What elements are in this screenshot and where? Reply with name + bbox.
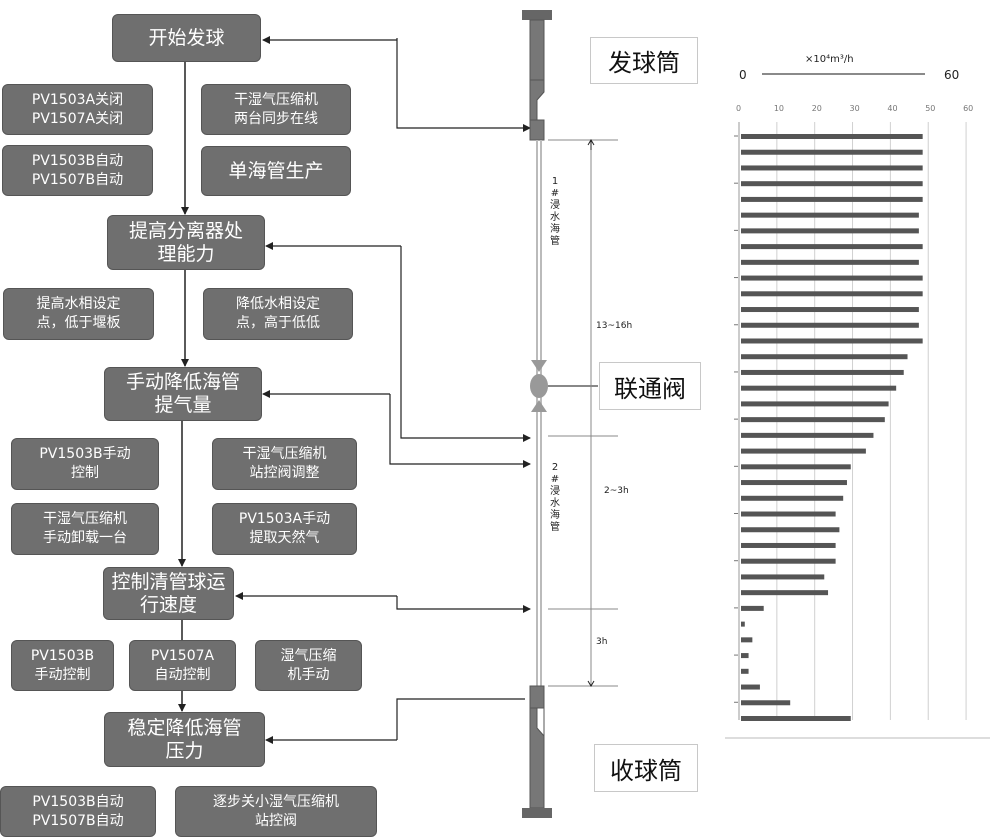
note-single-pipe: 单海管生产 (201, 146, 351, 196)
chart-bar (741, 495, 844, 501)
chart-bar (741, 448, 866, 454)
chart-bar (741, 385, 897, 391)
chart-tick-label: 60 (963, 104, 974, 113)
note-pv1503b-manual: PV1503B手动 控制 (11, 438, 159, 490)
receiver-label: 收球筒 (594, 744, 698, 792)
launcher-barrel (522, 10, 552, 141)
duration-1: 13~16h (596, 321, 633, 331)
chart-bar (741, 196, 923, 202)
step-separator: 提高分离器处 理能力 (107, 215, 265, 270)
note-pv1503b-manual-control: PV1503B 手动控制 (11, 640, 114, 691)
note-unload-compressor: 干湿气压缩机 手动卸载一台 (11, 503, 159, 555)
note-pv1503a-manual: PV1503A手动 提取天然气 (212, 503, 357, 555)
link-start-launcher (396, 38, 531, 132)
chart-tick-label: 50 (925, 104, 936, 113)
step-manual-lift: 手动降低海管 提气量 (104, 367, 262, 421)
note-station-valve: 干湿气压缩机 站控阀调整 (212, 438, 357, 490)
link-manual-lift (389, 394, 531, 468)
chart-bar (741, 275, 923, 281)
chart-bar (741, 432, 874, 438)
chart-bar (741, 464, 851, 470)
chart-bar (741, 307, 919, 313)
chart-bar (741, 590, 829, 596)
chart-bar (741, 322, 919, 328)
chart-bar (741, 621, 745, 627)
chart-bar (741, 244, 923, 250)
chart-tick-label: 40 (887, 104, 898, 113)
chart-bar (741, 684, 760, 690)
chart-bar (741, 480, 847, 486)
chart-bar (741, 181, 923, 187)
pipe2-label: 2 # 浸 水 海 管 (550, 462, 560, 533)
chart-bar (741, 212, 919, 218)
chart-tick-label: 30 (849, 104, 860, 113)
chart-tick-label: 0 (736, 104, 742, 113)
duration-3: 3h (596, 637, 608, 647)
chart-bar (741, 291, 923, 297)
note-pv-close: PV1503A关闭 PV1507A关闭 (2, 84, 153, 135)
receiver-barrel (522, 685, 552, 818)
step-stabilize: 稳定降低海管 压力 (104, 712, 265, 767)
step-control-speed: 控制清管球运 行速度 (103, 567, 234, 620)
note-pv1503b-auto: PV1503B自动 PV1507B自动 (0, 786, 156, 837)
chart-bar (741, 527, 840, 533)
link-separator (400, 246, 531, 442)
note-pv1507a-auto: PV1507A 自动控制 (129, 640, 236, 691)
chart-bar (741, 700, 791, 706)
chart-bar (741, 653, 749, 659)
chart-bar (741, 165, 923, 171)
chart-tick-label: 20 (811, 104, 822, 113)
note-close-station-valve: 逐步关小湿气压缩机 站控阀 (175, 786, 377, 837)
note-raise-water: 提高水相设定 点，低于堰板 (3, 288, 154, 340)
note-wet-compressor: 湿气压缩 机手动 (255, 640, 362, 691)
valve-label: 联通阀 (599, 362, 701, 410)
chart-tick-label: 10 (773, 104, 785, 113)
chart-bar (741, 558, 836, 564)
link-stabilize (396, 698, 525, 740)
pipe1-label: 1 # 浸 水 海 管 (550, 176, 560, 247)
chart-bar (741, 369, 904, 375)
launcher-label: 发球筒 (590, 37, 698, 84)
chart-bar (741, 605, 764, 611)
chart-bar (741, 668, 749, 674)
connecting-valve (530, 360, 598, 412)
chart-bar (741, 401, 889, 407)
chart-bar (741, 338, 923, 344)
note-compressors-online: 干湿气压缩机 两台同步在线 (201, 84, 351, 135)
duration-2: 2~3h (604, 486, 629, 496)
step-start: 开始发球 (112, 14, 261, 62)
chart-bar (741, 574, 825, 580)
chart-bar (741, 134, 923, 139)
note-pv-auto: PV1503B自动 PV1507B自动 (2, 145, 153, 196)
link-control-speed (396, 596, 531, 613)
chart-bar (741, 259, 919, 265)
chart-bar (741, 417, 885, 423)
chart-bar (741, 637, 753, 643)
chart-bar (741, 228, 919, 234)
chart-bar (741, 354, 908, 360)
chart-bar (741, 542, 836, 548)
chart-axis-start: 0 (739, 68, 747, 82)
chart-axis-unit: ×10⁴m³/h (805, 54, 854, 65)
chart-axis-end: 60 (944, 68, 960, 82)
chart-bar (741, 716, 851, 721)
chart-bar (741, 511, 836, 517)
note-lower-water: 降低水相设定 点，高于低低 (203, 288, 353, 340)
chart-bar (741, 149, 923, 155)
